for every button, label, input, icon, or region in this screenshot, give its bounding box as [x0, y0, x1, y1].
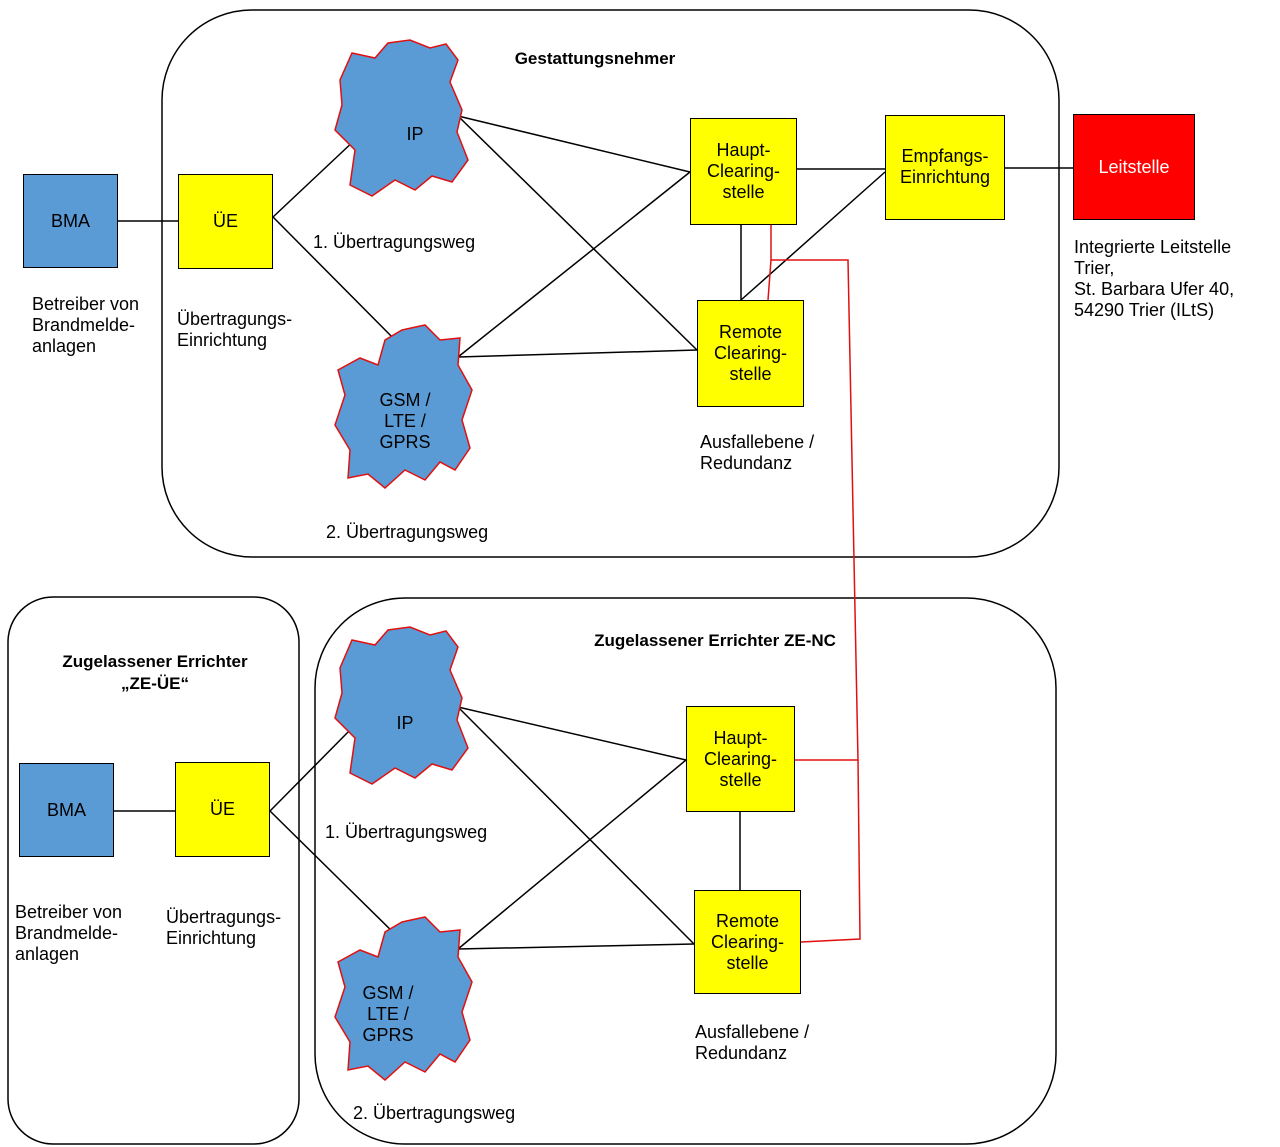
- leitstelle-info: Integrierte Leitstelle Trier, St. Barbar…: [1074, 237, 1235, 320]
- haupt-clearingstelle-bottom: Haupt- Clearing- stelle: [686, 706, 795, 812]
- weg1-label-top: 1. Übertragungsweg: [313, 232, 476, 252]
- remote-clearingstelle-bottom: Remote Clearing- stelle: [694, 890, 801, 994]
- ue-node-left: ÜE: [175, 762, 270, 857]
- empfangseinrichtung: Empfangs- Einrichtung: [885, 115, 1005, 220]
- title-ze-nc: Zugelassener Errichter ZE-NC: [594, 631, 836, 650]
- ausfall-label-bottom: Ausfallebene / Redundanz: [695, 1022, 810, 1063]
- weg2-label-top: 2. Übertragungsweg: [326, 522, 489, 542]
- betreiber-label-left: Betreiber von Brandmelde- anlagen: [15, 902, 123, 964]
- bma-node-left: BMA: [19, 763, 114, 857]
- top-connections: [118, 115, 1073, 358]
- uebertragungseinrichtung-label-left: Übertragungs- Einrichtung: [166, 907, 282, 948]
- gsm-label-bottom: GSM / LTE / GPRS: [362, 983, 414, 1045]
- haupt-clearingstelle-top: Haupt- Clearing- stelle: [690, 118, 797, 225]
- remote-clearingstelle-top: Remote Clearing- stelle: [697, 300, 804, 407]
- gsm-label-top: GSM / LTE / GPRS: [379, 390, 431, 452]
- ip-label-bottom: IP: [396, 713, 414, 733]
- gsm-cloud-bottom: [334, 916, 473, 1081]
- region-ze-nc: [314, 597, 1057, 1145]
- ip-cloud-bottom: [334, 626, 469, 785]
- weg1-label-bottom: 1. Übertragungsweg: [325, 822, 488, 842]
- gsm-cloud-top: [334, 324, 473, 489]
- weg2-label-bottom: 2. Übertragungsweg: [353, 1103, 516, 1123]
- title-ze-ue: Zugelassener Errichter „ZE-ÜE“: [62, 652, 248, 693]
- ip-cloud-top: [334, 39, 469, 197]
- uebertragungseinrichtung-label-top: Übertragungs- Einrichtung: [177, 309, 293, 350]
- bottom-connections: [114, 706, 741, 950]
- betreiber-label-top: Betreiber von Brandmelde- anlagen: [32, 294, 140, 356]
- region-ze-ue: [7, 596, 300, 1145]
- region-gestattungsnehmer: [161, 9, 1060, 558]
- ue-node-top: ÜE: [178, 174, 273, 269]
- ausfall-label-top: Ausfallebene / Redundanz: [700, 432, 815, 473]
- redundancy-links: [767, 220, 861, 943]
- bma-node-top: BMA: [23, 174, 118, 268]
- leitstelle-node: Leitstelle: [1073, 114, 1195, 220]
- title-gestattungsnehmer: Gestattungsnehmer: [514, 49, 676, 68]
- ip-label-top: IP: [406, 124, 424, 144]
